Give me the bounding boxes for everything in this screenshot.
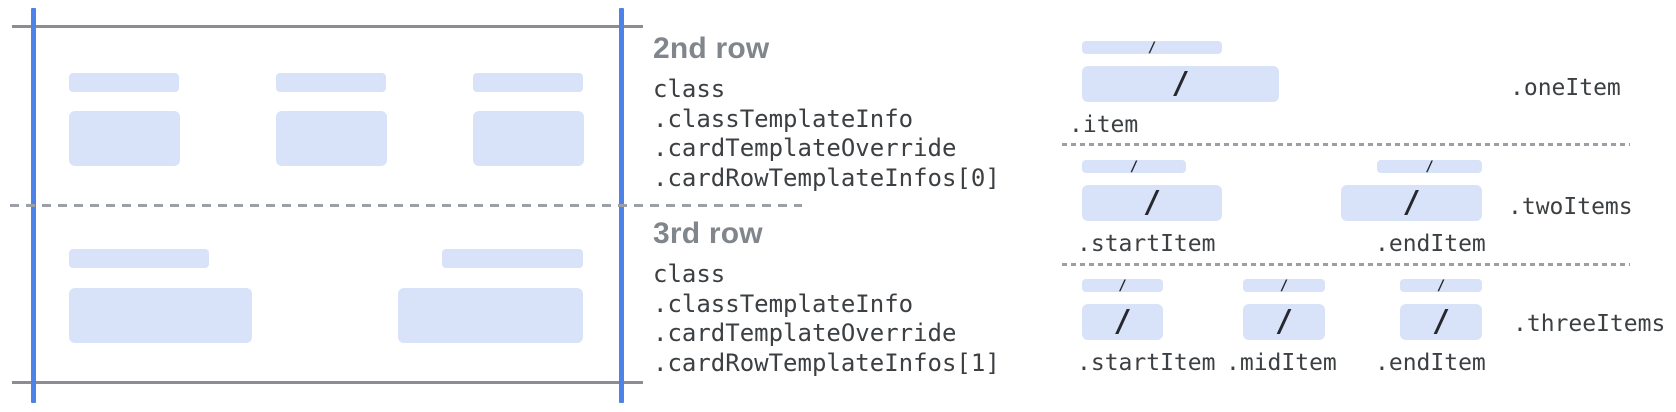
slash-glyph: /: [1118, 277, 1127, 294]
variant-separator-dotted-line: [1062, 143, 1630, 146]
one-item-value-placeholder: /: [1082, 66, 1279, 102]
card-bottom-guide-line: [12, 381, 643, 384]
row3-section: 3rd row class .classTemplateInfo .cardTe…: [653, 218, 1000, 378]
slash-glyph: /: [1274, 304, 1294, 339]
row3-section-title: 3rd row: [653, 217, 763, 250]
row3-col2-value-placeholder: [398, 288, 583, 343]
slash-glyph: /: [1436, 277, 1446, 294]
end-item-label-placeholder: /: [1377, 158, 1482, 175]
row3-col1-value-placeholder: [69, 288, 252, 343]
row2-col2-value-placeholder: [276, 111, 387, 166]
row3-code-line: .classTemplateInfo: [653, 289, 914, 318]
row-divider-dashed-line: [10, 204, 802, 207]
end-item-value-placeholder: /: [1400, 304, 1482, 340]
card-top-guide-line: [12, 25, 643, 28]
start-item-field-label: .startItem: [1077, 350, 1216, 376]
one-item-label-placeholder: /: [1082, 39, 1222, 56]
row3-col1-label-placeholder: [69, 249, 209, 268]
row2-code-line: .cardTemplateOverride: [653, 134, 957, 162]
variant-separator-dotted-line: [1062, 263, 1630, 266]
slash-glyph: /: [1402, 185, 1421, 220]
two-items-variant-label: .twoItems: [1508, 194, 1633, 220]
row2-section: 2nd row class .classTemplateInfo .cardTe…: [653, 33, 1000, 193]
slash-glyph: /: [1425, 158, 1434, 175]
mid-item-value-placeholder: /: [1243, 304, 1325, 340]
start-item-label-placeholder: /: [1082, 277, 1163, 294]
row2-col1-label-placeholder: [69, 73, 179, 92]
slash-glyph: /: [1142, 185, 1162, 220]
row2-col2-label-placeholder: [276, 73, 386, 92]
row2-col3-label-placeholder: [473, 73, 583, 92]
row3-code-line: .cardTemplateOverride: [653, 319, 957, 347]
start-item-value-placeholder: /: [1082, 185, 1222, 221]
row3-col2-label-placeholder: [442, 249, 583, 268]
item-field-label: .item: [1069, 112, 1139, 138]
row3-code-line: class: [653, 260, 726, 288]
start-item-field-label: .startItem: [1077, 231, 1216, 257]
slash-glyph: /: [1431, 304, 1451, 339]
slash-glyph: /: [1279, 277, 1289, 294]
slash-glyph: /: [1129, 158, 1139, 175]
end-item-label-placeholder: /: [1400, 277, 1482, 294]
row3-code-line: .cardRowTemplateInfos[1]: [653, 348, 1000, 377]
end-item-value-placeholder: /: [1341, 185, 1482, 221]
slash-glyph: /: [1113, 304, 1132, 339]
row2-code-line: .cardRowTemplateInfos[0]: [653, 163, 1000, 192]
three-items-variant-label: .threeItems: [1513, 311, 1666, 337]
row2-col1-value-placeholder: [69, 111, 180, 166]
mid-item-label-placeholder: /: [1243, 277, 1325, 294]
row2-code-line: class: [653, 75, 726, 103]
slash-glyph: /: [1147, 39, 1157, 56]
row2-code-line: .classTemplateInfo: [653, 104, 914, 133]
start-item-value-placeholder: /: [1082, 304, 1163, 340]
row2-col3-value-placeholder: [473, 111, 584, 166]
start-item-label-placeholder: /: [1082, 158, 1186, 175]
one-item-variant-label: .oneItem: [1510, 75, 1621, 101]
end-item-field-label: .endItem: [1375, 231, 1486, 257]
slash-glyph: /: [1171, 66, 1190, 101]
end-item-field-label: .endItem: [1375, 350, 1486, 376]
row2-section-title: 2nd row: [653, 32, 770, 65]
mid-item-field-label: .midItem: [1226, 350, 1337, 376]
